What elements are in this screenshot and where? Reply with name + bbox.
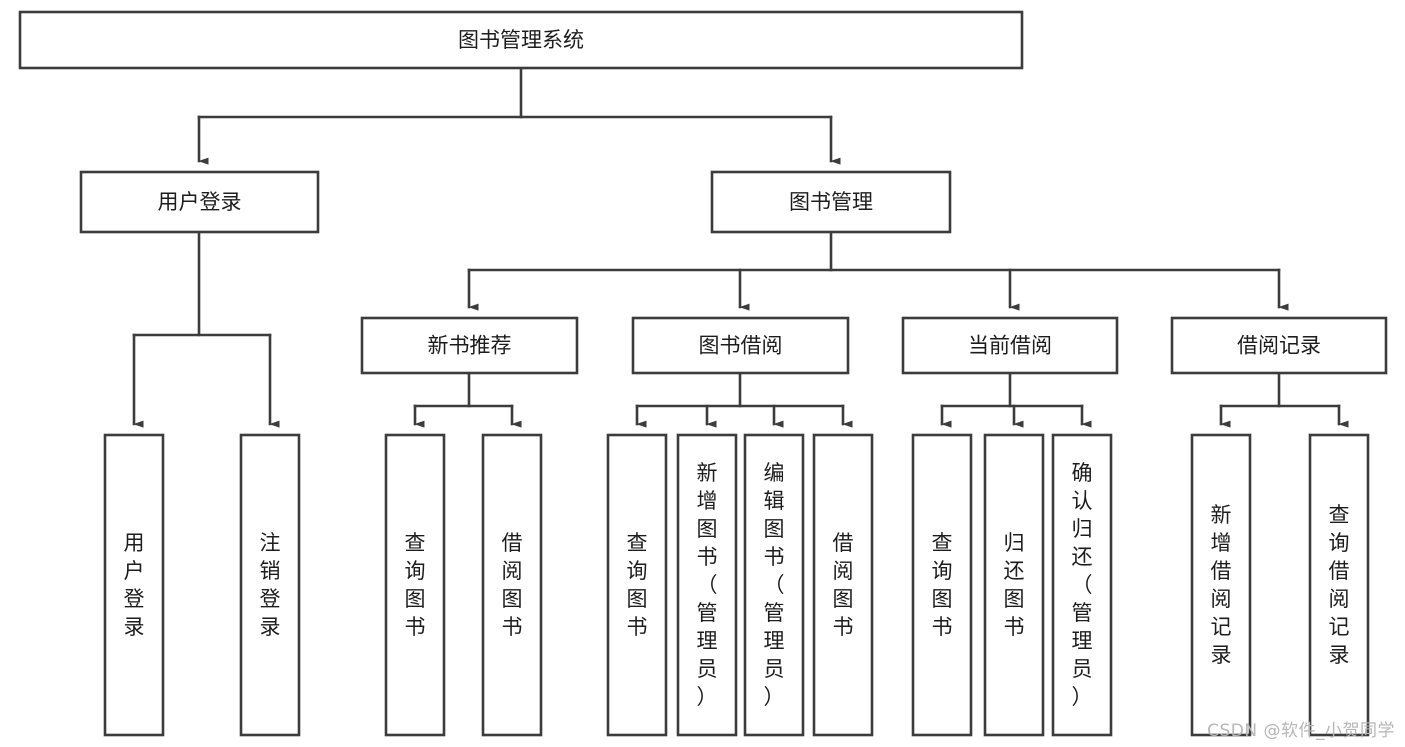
- node-root[interactable]: 图书管理系统: [18, 10, 1024, 70]
- node-label: 图书管理: [789, 190, 873, 214]
- csdn-watermark: CSDN @软件_小贺同学: [1207, 721, 1395, 741]
- node-leaf-add-borrow-record[interactable]: 新增借阅记录: [1190, 433, 1252, 737]
- node-leaf-query-book-1[interactable]: 查询图书: [384, 433, 446, 737]
- node-label: 借阅图书: [502, 531, 523, 639]
- connector-currentborrow-to-leaves: [940, 371, 1092, 428]
- node-label: 图书借阅: [699, 334, 783, 358]
- node-label: 新增图书（管理员）: [697, 461, 718, 709]
- connector-bookborrow-to-leaves: [635, 371, 853, 428]
- node-label: 查询图书: [627, 531, 648, 639]
- node-leaf-query-book-2[interactable]: 查询图书: [606, 433, 668, 737]
- node-label: 图书管理系统: [458, 28, 584, 52]
- node-label: 确认归还（管理员）: [1072, 461, 1093, 709]
- node-label: 查询借阅记录: [1329, 503, 1350, 667]
- connector-newbook-to-leaves: [413, 371, 522, 428]
- node-label: 用户登录: [124, 531, 145, 639]
- node-label: 当前借阅: [968, 334, 1052, 358]
- connector-bookmgmt-to-level2: [467, 230, 1289, 311]
- node-leaf-borrow-book-2[interactable]: 借阅图书: [812, 433, 874, 737]
- connector-userlogin-to-leaves: [132, 230, 280, 428]
- connector-root-to-level1: [197, 66, 841, 165]
- node-leaf-edit-book[interactable]: 编辑图书（管理员）: [743, 433, 805, 737]
- node-label: 编辑图书（管理员）: [764, 461, 785, 709]
- node-leaf-borrow-book-1[interactable]: 借阅图书: [481, 433, 543, 737]
- node-layer: 图书管理系统用户登录图书管理新书推荐图书借阅当前借阅借阅记录用户登录注销登录查询…: [18, 10, 1388, 737]
- connector-layer: [132, 66, 1349, 428]
- node-label: 借阅图书: [833, 531, 854, 639]
- connector-borrowrecord-to-leaves: [1219, 371, 1349, 428]
- node-leaf-user-login[interactable]: 用户登录: [103, 433, 165, 737]
- node-label: 借阅记录: [1237, 334, 1321, 358]
- node-label: 新增借阅记录: [1211, 503, 1232, 667]
- node-current-borrow[interactable]: 当前借阅: [901, 316, 1119, 375]
- node-new-book-recommend[interactable]: 新书推荐: [360, 316, 579, 375]
- node-label: 查询图书: [405, 531, 426, 639]
- node-label: 查询图书: [932, 531, 953, 639]
- node-label: 归还图书: [1004, 531, 1025, 639]
- node-leaf-return-book[interactable]: 归还图书: [983, 433, 1045, 737]
- node-label: 用户登录: [158, 190, 242, 214]
- node-user-login[interactable]: 用户登录: [79, 170, 320, 234]
- node-leaf-query-borrow-record[interactable]: 查询借阅记录: [1308, 433, 1370, 737]
- node-leaf-user-logout[interactable]: 注销登录: [239, 433, 301, 737]
- node-label: 注销登录: [260, 531, 281, 639]
- node-label: 新书推荐: [428, 334, 512, 358]
- node-leaf-add-book[interactable]: 新增图书（管理员）: [676, 433, 738, 737]
- node-leaf-confirm-return[interactable]: 确认归还（管理员）: [1051, 433, 1113, 737]
- node-book-borrow[interactable]: 图书借阅: [631, 316, 850, 375]
- node-borrow-record[interactable]: 借阅记录: [1170, 316, 1388, 375]
- node-book-management[interactable]: 图书管理: [710, 170, 952, 234]
- node-leaf-query-book-3[interactable]: 查询图书: [911, 433, 973, 737]
